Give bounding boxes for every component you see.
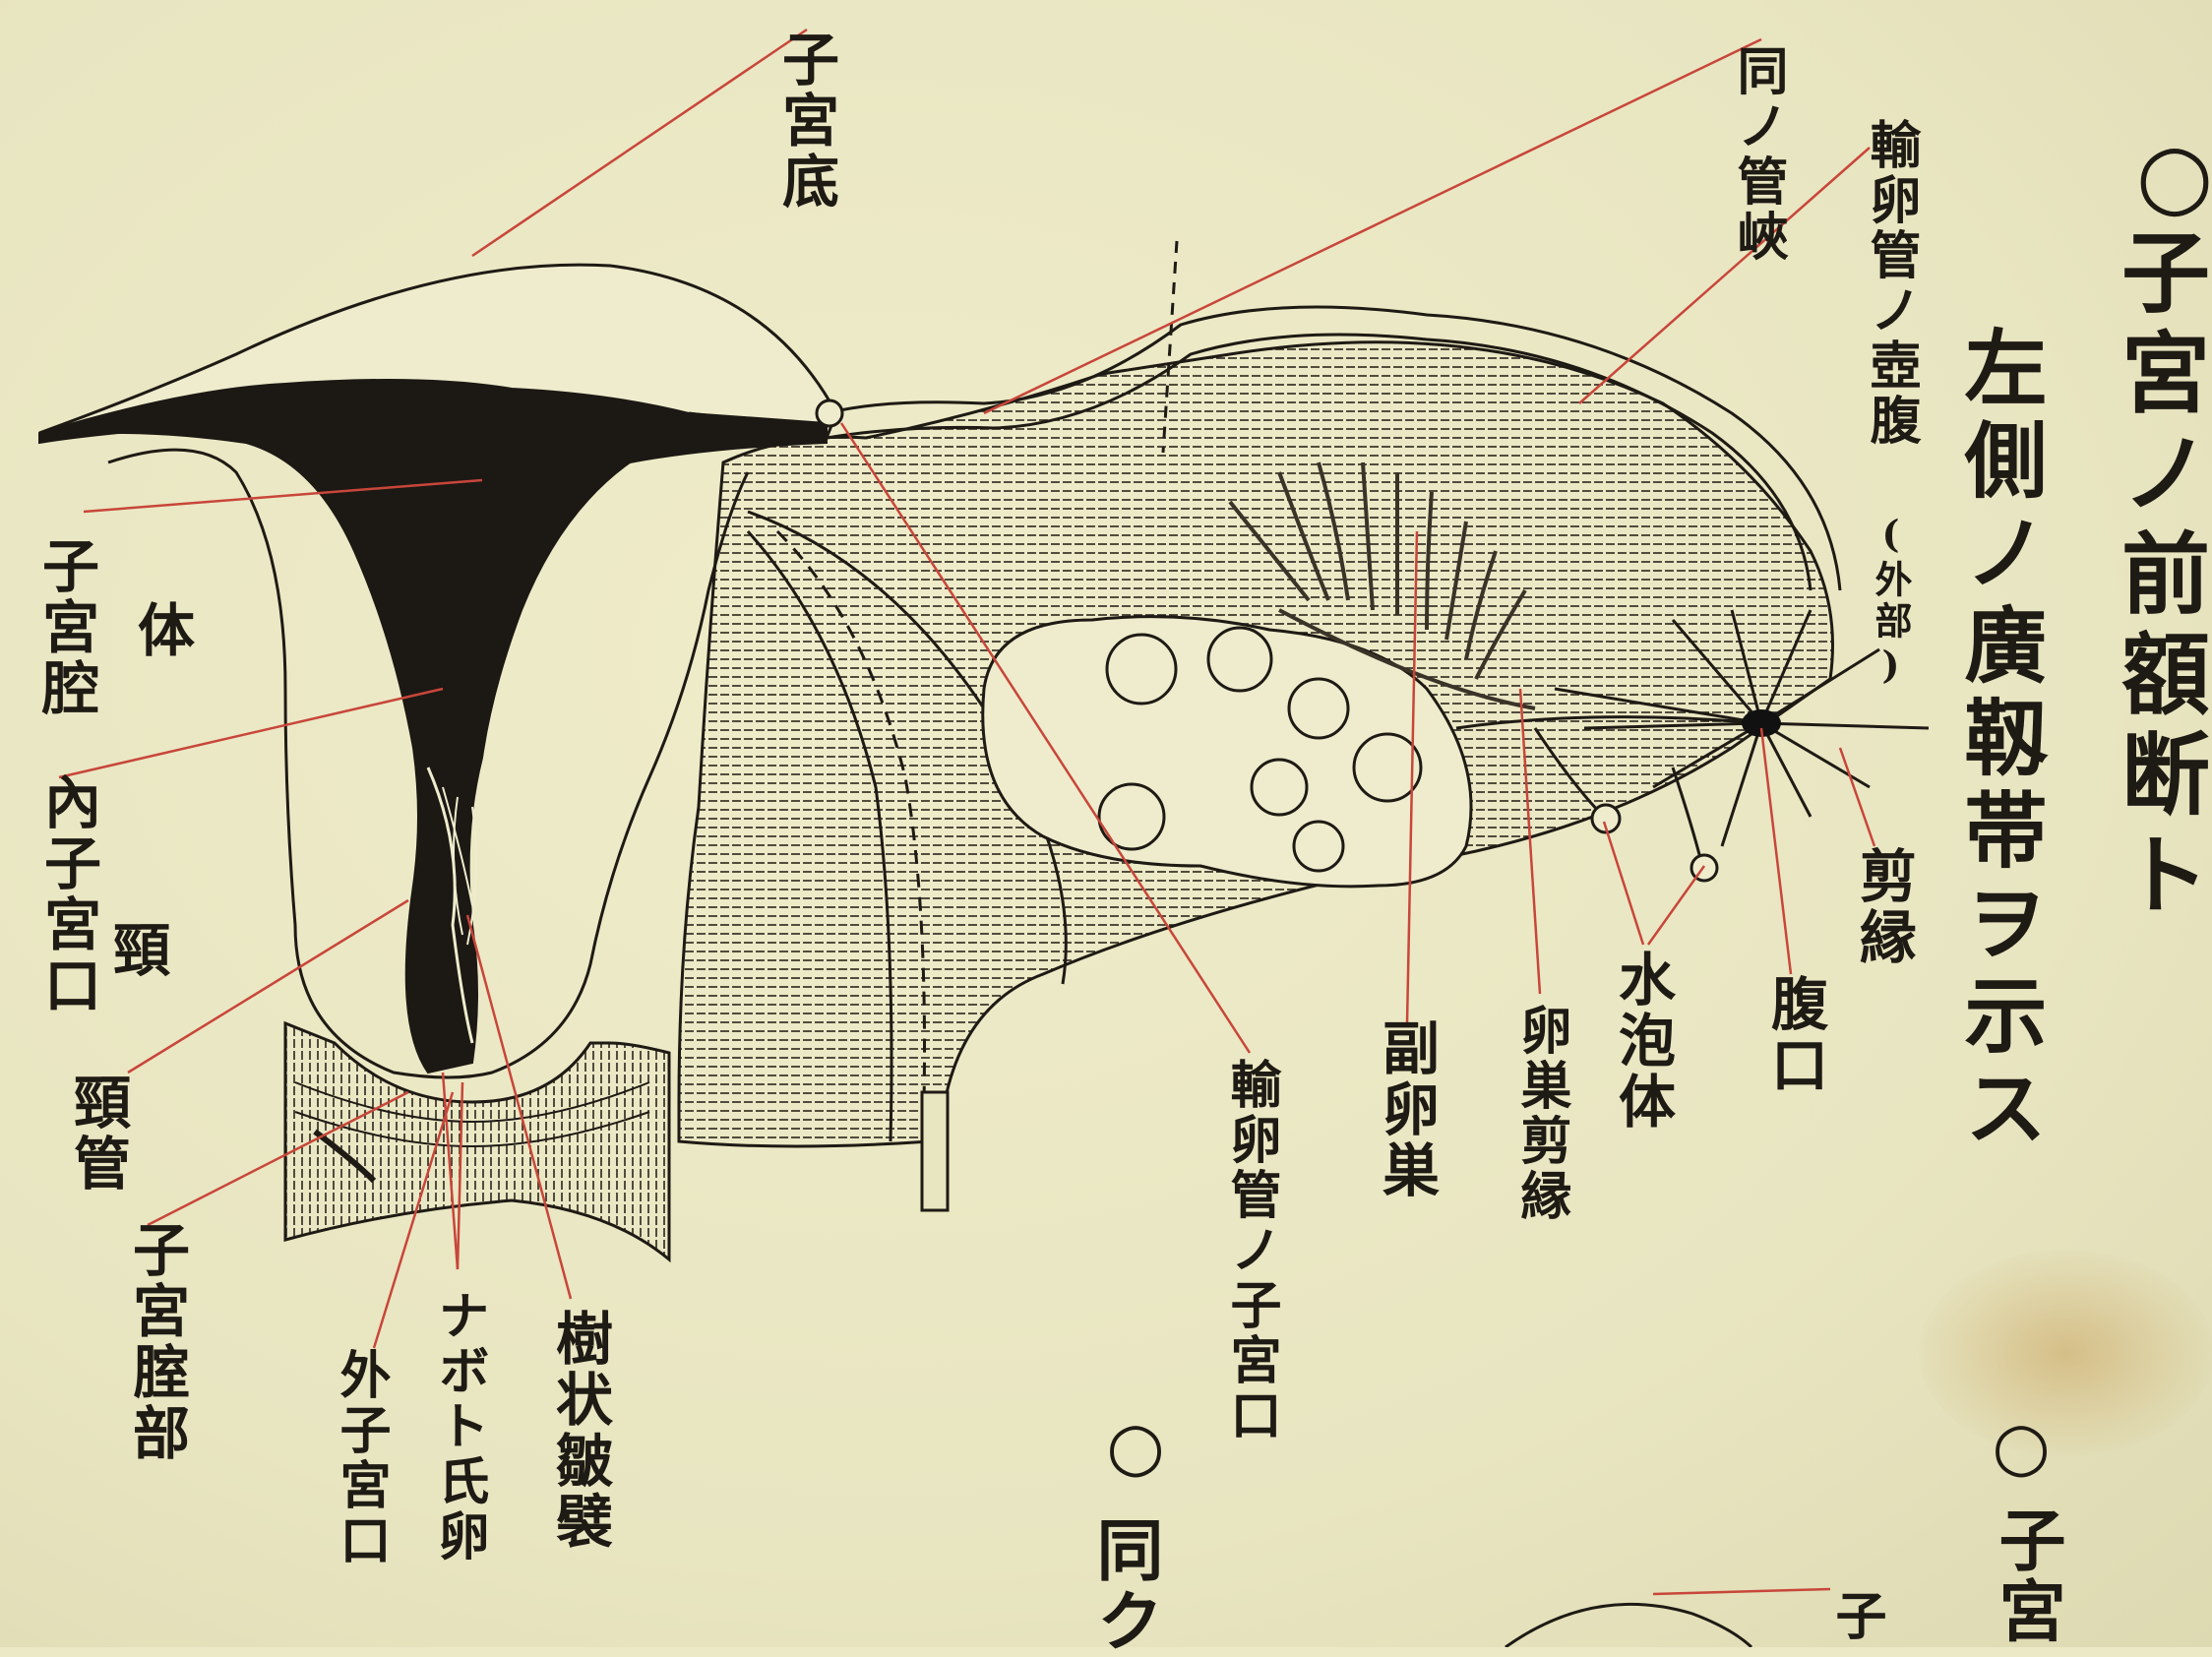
label-cervical-canal: 頸管: [69, 1073, 126, 1195]
main-subtitle: 左側ノ廣靱帯ヲ示ス: [1958, 325, 2041, 1157]
lower-right-circle: ○: [1988, 1407, 2055, 1490]
label-internal-os: 內子宮口: [39, 772, 96, 1016]
label-external-os: 外子宮口: [335, 1348, 386, 1568]
lower-middle-circle: ○: [1102, 1407, 1169, 1490]
label-ampulla: 輸卵管ノ壺腹: [1865, 118, 1916, 449]
lower-right-text: 子宮: [1993, 1505, 2059, 1647]
label-neck: 頸: [108, 920, 165, 981]
label-uterine-fundus: 子宮底: [777, 30, 834, 213]
label-nabothian-follicles: ナボト氏卵: [433, 1289, 484, 1565]
bottom-circle-fragment: [1505, 1604, 1751, 1647]
label-epoophoron: 副卵巣: [1378, 1018, 1435, 1201]
label-uterine-cavity: 子宮腔: [37, 536, 94, 719]
label-hydatid: 水泡体: [1614, 950, 1671, 1133]
label-uterine-ostium: 輸卵管ノ子宮口: [1225, 1058, 1276, 1443]
label-isthmus: 同ノ管峽: [1732, 44, 1783, 265]
main-circle: ○: [2130, 123, 2212, 239]
label-abdominal-ostium: 腹口: [1766, 974, 1823, 1096]
label-vaginal-part: 子宮腟部: [128, 1220, 185, 1464]
vaginal-wall: [285, 1023, 669, 1259]
label-fimbria: 剪縁: [1855, 846, 1912, 968]
lower-middle-text: 同ク: [1090, 1515, 1157, 1657]
label-lower: 子: [1830, 1589, 1881, 1644]
main-title: 子宮ノ前額断ト: [2114, 226, 2202, 929]
label-body: 体: [133, 600, 190, 661]
label-arbor-vitae: 樹状皺襞: [551, 1309, 608, 1553]
label-ovarian-fimbria: 卵巣剪縁: [1515, 1004, 1567, 1224]
label-ampulla-note: (外部): [1872, 512, 1909, 691]
